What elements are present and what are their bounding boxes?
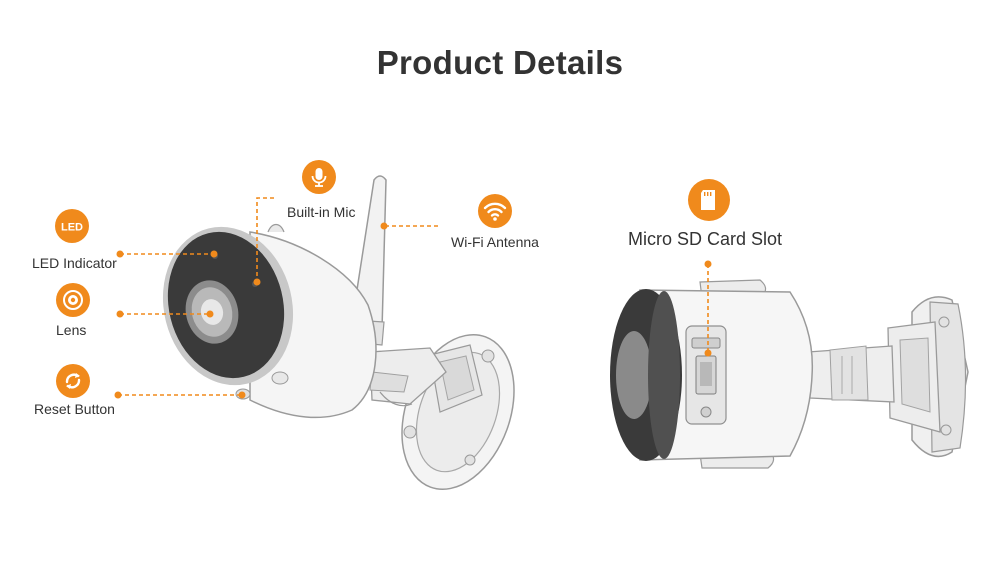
micro-sd-card-slot-label: Micro SD Card Slot bbox=[628, 229, 783, 249]
sd-card-icon bbox=[701, 190, 715, 210]
leader-lines bbox=[118, 197, 709, 396]
leader-endpoints bbox=[114, 222, 712, 399]
side-camera-illustration bbox=[610, 279, 969, 469]
wall-mount bbox=[401, 333, 515, 491]
reset-icon bbox=[65, 373, 81, 389]
side-bracket-arm bbox=[807, 345, 895, 403]
side-camera-front bbox=[610, 289, 682, 461]
microphone-icon bbox=[311, 168, 327, 187]
page-title: Product Details bbox=[376, 44, 624, 81]
leader-mic bbox=[256, 197, 274, 282]
front-camera-illustration bbox=[162, 175, 515, 491]
lens-icon bbox=[63, 290, 83, 310]
svg-text:LED: LED bbox=[61, 222, 83, 234]
built-in-mic-label: Built-in Mic bbox=[287, 204, 356, 220]
led-indicator-label: LED Indicator bbox=[32, 255, 117, 271]
sd-badge bbox=[688, 179, 730, 221]
wifi-badge bbox=[478, 194, 512, 228]
led-icon: LED bbox=[61, 222, 83, 234]
side-wall-plate bbox=[887, 296, 969, 458]
mic-badge bbox=[302, 160, 336, 194]
reset-button-label: Reset Button bbox=[34, 401, 115, 417]
lens-badge bbox=[56, 283, 90, 317]
wifi-antenna-label: Wi-Fi Antenna bbox=[451, 234, 539, 250]
reset-badge bbox=[56, 364, 90, 398]
led-badge: LED bbox=[55, 209, 89, 243]
sd-slot-panel bbox=[685, 325, 727, 425]
lens-label: Lens bbox=[56, 322, 87, 338]
wifi-icon bbox=[483, 202, 507, 221]
